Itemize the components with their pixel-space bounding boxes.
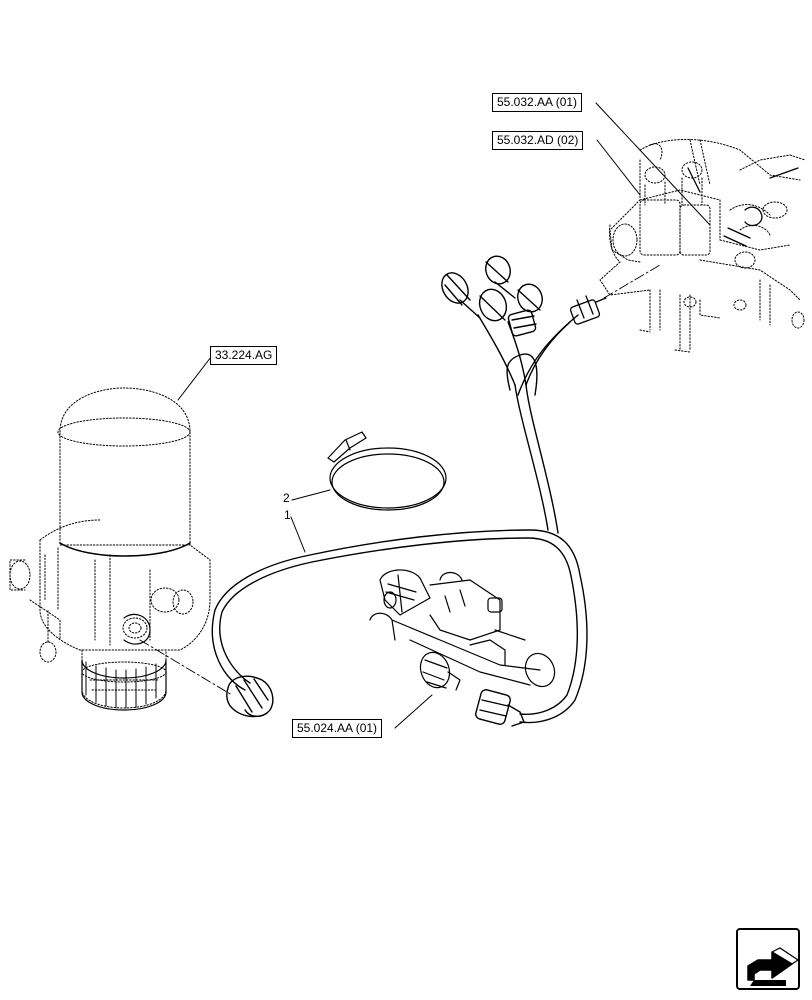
wiring-harness [211, 314, 588, 724]
alignment-line-valve-block [603, 264, 661, 299]
reference-55-032-aa[interactable]: 55.032.AA (01) [492, 93, 583, 112]
alignment-line-dryer [139, 639, 233, 696]
reference-55-024-aa[interactable]: 55.024.AA (01) [292, 719, 383, 738]
callout-item-1: 1 [284, 508, 291, 522]
reference-33-224-ag[interactable]: 33.224.AG [210, 346, 278, 365]
cable-tie [327, 431, 447, 511]
reference-55-032-ad[interactable]: 55.032.AD (02) [492, 131, 584, 150]
next-page-button[interactable] [736, 928, 800, 990]
leader-lines [177, 102, 711, 729]
valve-block-highlight [687, 167, 799, 247]
connector-cluster-top [441, 255, 543, 337]
connector-bottom-right [475, 689, 525, 727]
connector-dryer [226, 675, 274, 718]
dryer-port-ring [123, 613, 151, 645]
dryer-bowl-outline [81, 659, 167, 711]
next-page-arrow-icon [747, 947, 798, 986]
dryer-bowl-ribs [85, 661, 157, 709]
valve-block-assembly [599, 138, 806, 353]
callout-item-2: 2 [283, 491, 290, 505]
solenoid-valve-assembly [369, 569, 556, 691]
connector-valve-block [569, 295, 607, 325]
cartridge-seal-band [59, 542, 191, 557]
